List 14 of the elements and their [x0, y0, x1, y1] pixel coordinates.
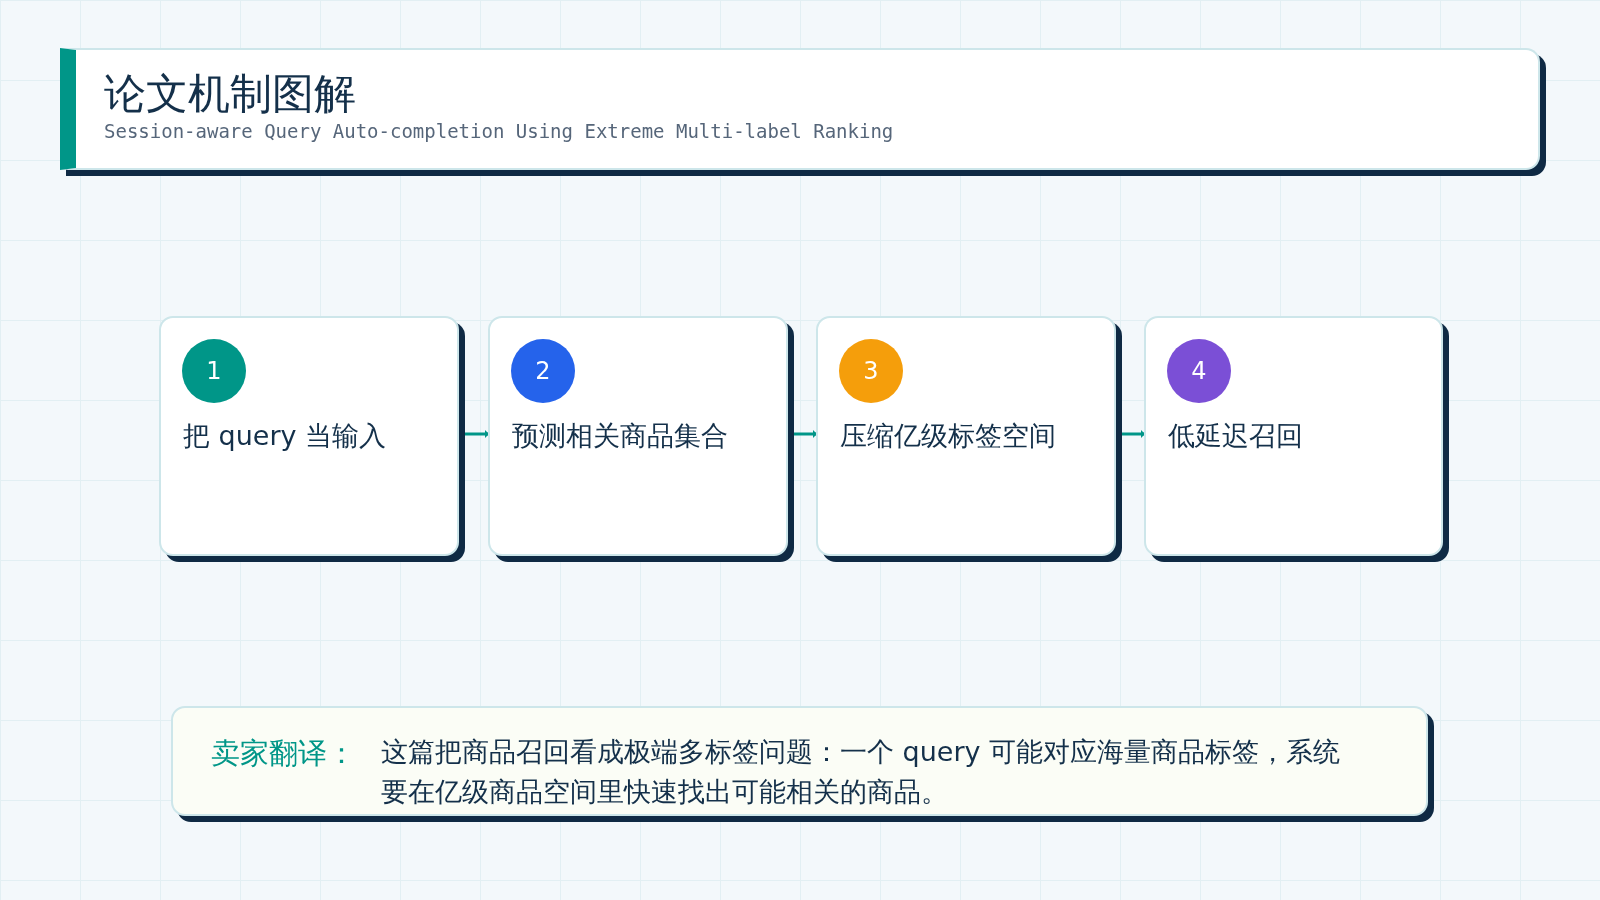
step-text: 压缩亿级标签空间	[840, 419, 1056, 453]
step-text: 把 query 当输入	[183, 419, 387, 453]
step-text: 低延迟召回	[1168, 419, 1303, 453]
step-number-badge: 1	[182, 339, 246, 403]
arrow	[1122, 430, 1145, 438]
note-text: 这篇把商品召回看成极端多标签问题：一个 query 可能对应海量商品标签，系统要在亿级商品空间里快速找出可能相关的商品。	[381, 735, 1341, 809]
step-number-badge: 2	[511, 339, 575, 403]
step-text: 预测相关商品集合	[512, 419, 728, 453]
note-label: 卖家翻译：	[211, 735, 356, 772]
arrow	[794, 430, 817, 438]
subtitle: Session-aware Query Auto-completion Using Extreme Multi-label Ranking	[104, 120, 894, 142]
step-number-badge: 3	[839, 339, 903, 403]
title: 论文机制图解	[104, 68, 356, 120]
step-number-badge: 4	[1167, 339, 1231, 403]
